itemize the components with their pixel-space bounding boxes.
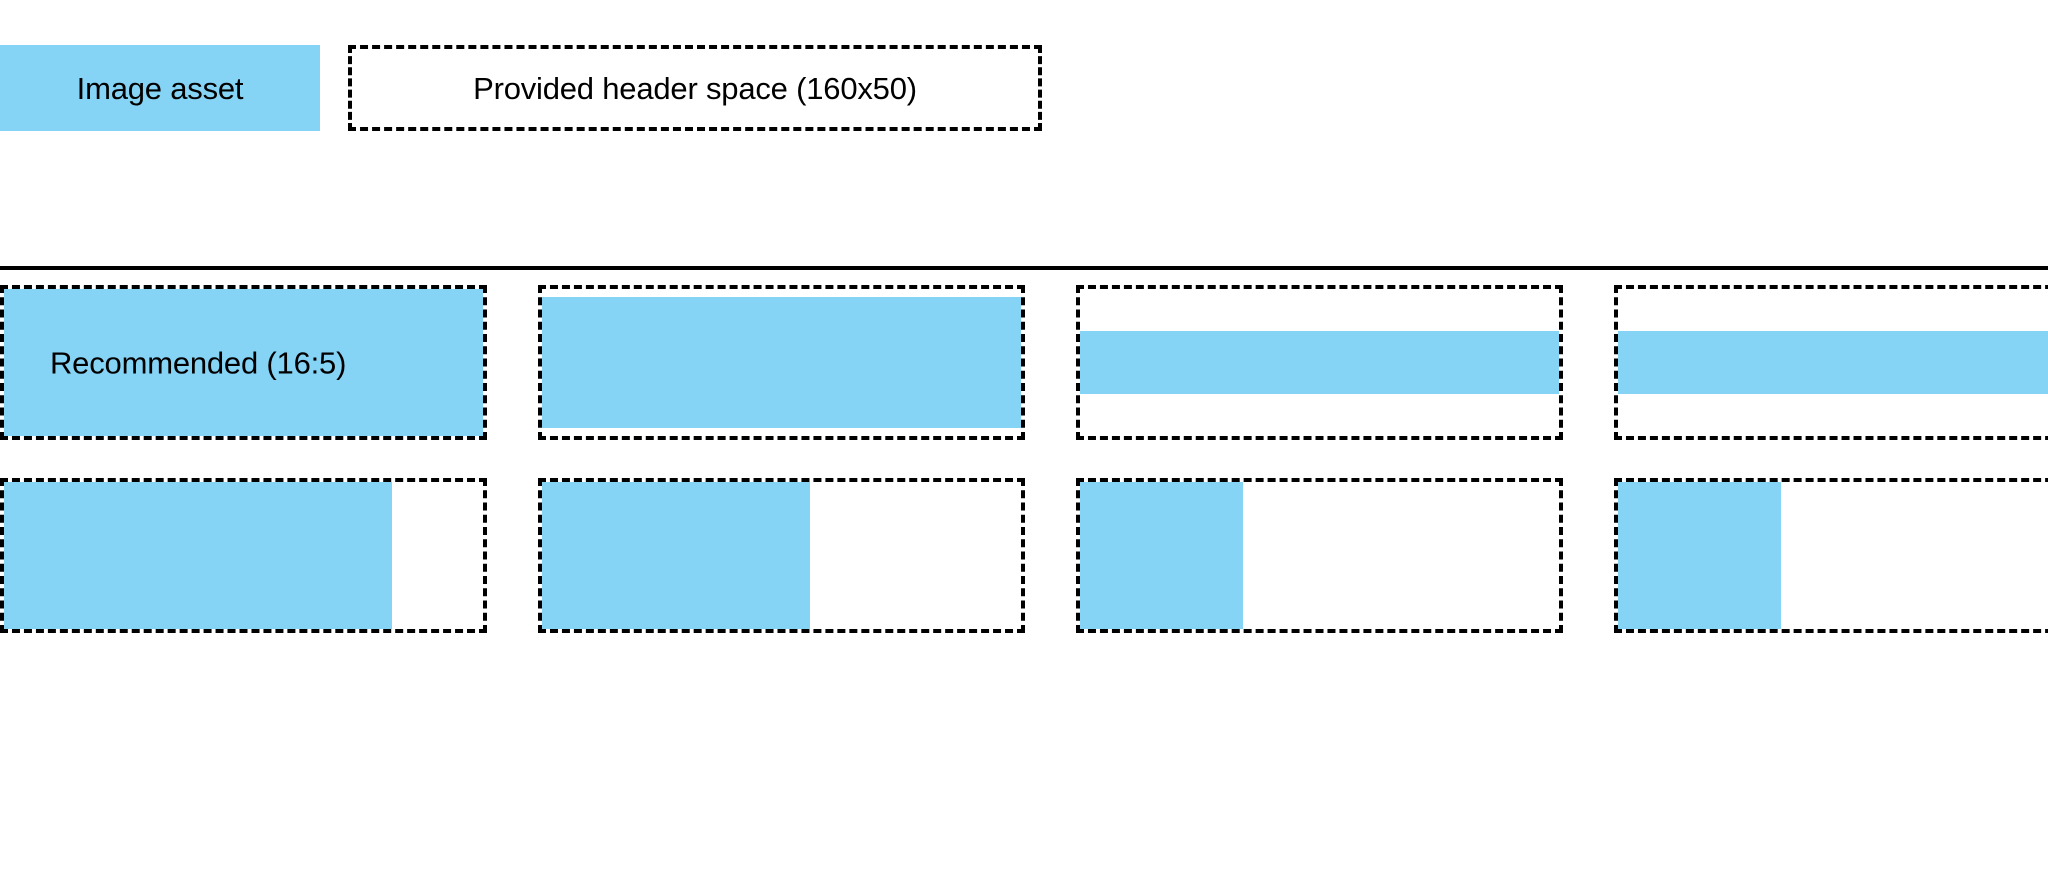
asset-fill-band: [1080, 331, 1559, 394]
legend-row: Image asset Provided header space (160x5…: [0, 45, 2048, 131]
section-divider: [0, 266, 2048, 270]
sample-row-gutter: [0, 440, 2048, 478]
legend-image-asset-swatch: Image asset: [0, 45, 320, 131]
asset-fill-narrow-overflow: [1618, 482, 1781, 629]
sample-cell-wide-left-aligned: [0, 478, 487, 633]
sample-row-full-height: Recommended (16:5): [0, 285, 2048, 440]
legend-image-asset-label: Image asset: [76, 70, 244, 106]
asset-fill-full: [4, 289, 483, 436]
sample-cell-overflow-right-b: [1614, 478, 2048, 633]
sample-cell-slightly-inset-band: [538, 285, 1025, 440]
sample-cell-narrow-left-aligned: [1076, 478, 1563, 633]
sample-grid: Recommended (16:5): [0, 285, 2048, 633]
sample-cell-recommended-full-bleed: Recommended (16:5): [0, 285, 487, 440]
sample-row-partial-width: [0, 478, 2048, 633]
recommended-ratio-label: Recommended (16:5): [50, 345, 347, 380]
asset-fill-narrow: [1080, 482, 1243, 629]
asset-fill-inset: [542, 297, 1021, 428]
sample-cell-overflow-right-a: [1614, 285, 2048, 440]
asset-fill-wide: [4, 482, 392, 629]
legend-header-space-box: Provided header space (160x50): [348, 45, 1042, 131]
sample-cell-short-centered-band: [1076, 285, 1563, 440]
sample-cell-medium-left-aligned: [538, 478, 1025, 633]
asset-fill-band-overflow: [1618, 331, 2048, 394]
legend-header-space-label: Provided header space (160x50): [473, 70, 917, 106]
asset-fill-medium: [542, 482, 811, 629]
